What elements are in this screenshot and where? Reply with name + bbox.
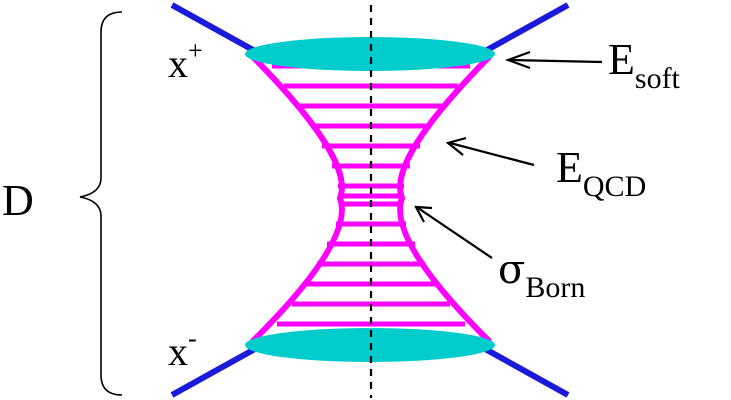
x-plus-sup: + <box>188 35 203 65</box>
quark-line-bottom-left <box>170 342 264 398</box>
soft-blob-top <box>245 37 495 71</box>
e-qcd-main: E <box>556 143 583 192</box>
d-label: D <box>2 176 34 225</box>
e-soft-sub: soft <box>634 61 680 95</box>
brace <box>79 11 123 396</box>
x-minus-label: x- <box>168 325 197 374</box>
quark-line-bottom-right <box>476 342 570 398</box>
arrow-sigma-born <box>417 207 493 259</box>
arrow-e-soft <box>509 58 603 64</box>
arrows <box>414 50 603 259</box>
arrow-sigma-born-head <box>414 205 433 223</box>
x-plus-label: x+ <box>168 37 203 86</box>
arrow-e-qcd-head <box>445 136 467 156</box>
e-qcd-sub: QCD <box>582 169 647 203</box>
quark-line-top-left <box>170 2 264 58</box>
sigma-born-label: σBorn <box>498 247 585 302</box>
sigma-born-sub: Born <box>525 270 586 304</box>
e-qcd-label: EQCD <box>556 143 646 202</box>
x-minus-sup: - <box>188 323 197 353</box>
quark-line-top-right <box>476 2 570 58</box>
ladder-rail-left <box>249 53 345 345</box>
arrow-e-qcd <box>449 141 535 167</box>
x-minus-main: x <box>168 329 188 374</box>
e-soft-label: Esoft <box>608 35 680 94</box>
x-plus-main: x <box>168 41 188 86</box>
arrow-e-soft-head <box>504 50 531 70</box>
sigma-born-main: σ <box>498 247 526 293</box>
e-soft-main: E <box>608 35 635 84</box>
ladder-rail-right <box>397 53 493 345</box>
